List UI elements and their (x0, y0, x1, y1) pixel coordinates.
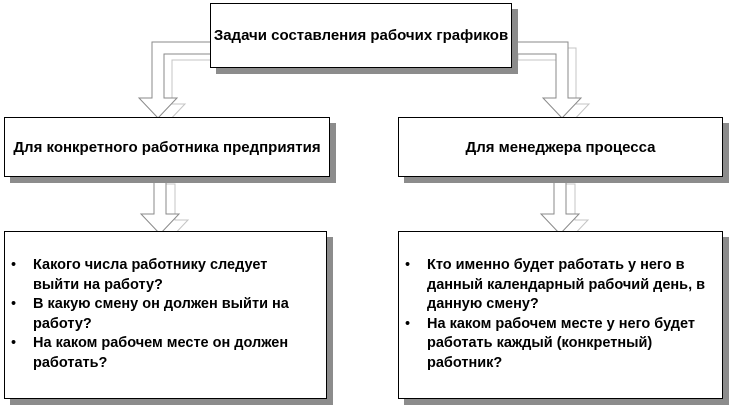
arrow-root-right (509, 38, 583, 119)
employee-category-box: Для конкретного работника предприятия (4, 117, 330, 177)
manager-category-box: Для менеджера процесса (398, 117, 723, 177)
manager-category-title: Для менеджера процесса (465, 138, 656, 156)
manager-questions-box: Кто именно будет работать у него в данны… (398, 231, 723, 399)
arrow-root-left (137, 38, 216, 119)
list-item: Какого числа работнику следует выйти на … (11, 256, 316, 295)
employee-category-title: Для конкретного работника предприятия (13, 138, 321, 156)
manager-questions-list: Кто именно будет работать у него в данны… (399, 232, 722, 373)
employee-questions-box: Какого числа работнику следует выйти на … (4, 231, 327, 399)
list-item: На каком рабочем месте у него будет рабо… (405, 315, 712, 374)
root-task-title: Задачи составления рабочих графиков (213, 27, 509, 44)
arrow-root-right-shadow (517, 44, 591, 125)
employee-questions-list: Какого числа работнику следует выйти на … (5, 232, 326, 373)
list-item: Кто именно будет работать у него в данны… (405, 256, 712, 315)
list-item: На каком рабочем месте он должен работат… (11, 334, 316, 373)
root-task-box: Задачи составления рабочих графиков (210, 3, 512, 68)
arrow-left-down (139, 177, 181, 235)
list-item: В какую смену он должен выйти на работу? (11, 295, 316, 334)
arrow-right-down (539, 177, 581, 235)
